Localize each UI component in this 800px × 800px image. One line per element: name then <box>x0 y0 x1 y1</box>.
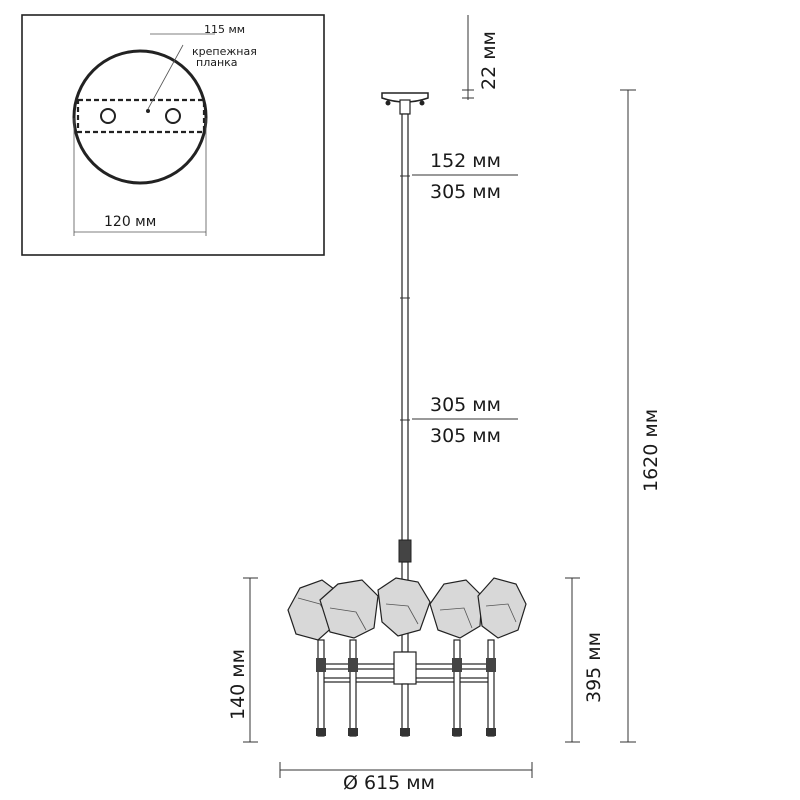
arm-height-label: 140 мм <box>227 649 249 720</box>
inset-frame <box>21 14 325 256</box>
shade-5 <box>477 577 527 639</box>
light-posts <box>316 639 496 737</box>
canopy-circle <box>72 49 208 185</box>
mounting-bracket <box>76 98 206 134</box>
glass-shades <box>287 577 527 641</box>
rod-coupler <box>398 539 412 563</box>
bracket-hole-left <box>100 108 116 124</box>
canopy-height-label: 22 мм <box>478 31 500 90</box>
rod-segment-1-bottom-label: 305 мм <box>430 181 501 203</box>
chandelier-rod <box>381 92 429 653</box>
chandelier-body <box>287 577 527 737</box>
shade-2 <box>319 579 379 639</box>
rod-segment-2-bottom-label: 305 мм <box>430 425 501 447</box>
arm-height-dimension: 140 мм <box>227 577 258 743</box>
mount-width-label: 115 мм <box>204 23 245 36</box>
suspension-rod <box>401 113 409 545</box>
canopy-diameter-label: 120 мм <box>104 214 156 230</box>
rod-segment-1-top-label: 152 мм <box>430 150 501 172</box>
bracket-label-line2: планка <box>196 56 238 69</box>
bracket-label-line1: крепежная <box>192 45 257 58</box>
central-hub <box>393 651 417 685</box>
bracket-center-dot <box>146 109 150 113</box>
total-height-label: 1620 мм <box>640 409 662 492</box>
canopy-height-dimension: 22 мм <box>462 15 500 100</box>
diameter-label: Ø 615 мм <box>343 772 435 794</box>
rod-segment-2-top-label: 305 мм <box>430 394 501 416</box>
body-height-label: 395 мм <box>583 632 605 703</box>
shade-3 <box>377 577 431 637</box>
canopy-mount-inset: 115 мм крепежная планка 120 мм <box>21 14 325 256</box>
bracket-hole-right <box>165 108 181 124</box>
rod-top-fitting <box>399 99 411 115</box>
diameter-dimension: Ø 615 мм <box>279 762 533 794</box>
total-height-dimension: 1620 мм <box>620 89 662 743</box>
rod-segment-labels: 152 мм 305 мм 305 мм 305 мм <box>412 150 518 447</box>
bracket-leader-line <box>147 44 184 110</box>
body-height-dimension: 395 мм <box>565 577 605 743</box>
